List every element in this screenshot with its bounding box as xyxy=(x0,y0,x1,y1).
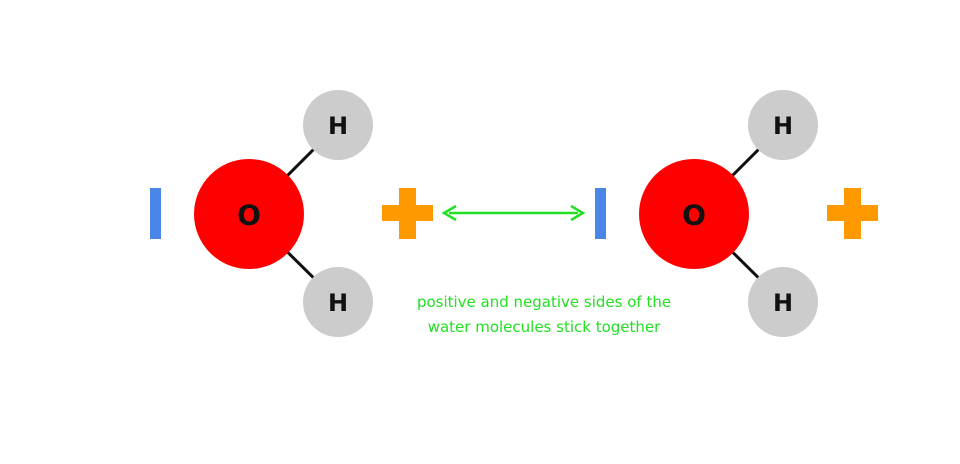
annotation-line-2: water molecules stick together xyxy=(428,318,661,336)
annotation-line-1: positive and negative sides of the xyxy=(417,293,671,311)
oxygen-atom xyxy=(194,159,304,269)
negative-charge-sign xyxy=(595,188,606,239)
water-molecule-left: O H H xyxy=(150,90,433,337)
hydrogen-atom-top xyxy=(748,90,818,160)
attraction-arrow xyxy=(441,204,586,222)
hydrogen-atom-bottom xyxy=(303,267,373,337)
hydrogen-bottom-label: H xyxy=(328,289,348,317)
positive-charge-sign xyxy=(382,188,433,239)
oxygen-label: O xyxy=(237,199,261,232)
water-molecule-right: O H H xyxy=(595,90,878,337)
negative-charge-sign xyxy=(150,188,161,239)
hydrogen-atom-top xyxy=(303,90,373,160)
hydrogen-top-label: H xyxy=(773,112,793,140)
hydrogen-bottom-label: H xyxy=(773,289,793,317)
oxygen-atom xyxy=(639,159,749,269)
hydrogen-atom-bottom xyxy=(748,267,818,337)
hydrogen-top-label: H xyxy=(328,112,348,140)
positive-charge-sign xyxy=(827,188,878,239)
oxygen-label: O xyxy=(682,199,706,232)
